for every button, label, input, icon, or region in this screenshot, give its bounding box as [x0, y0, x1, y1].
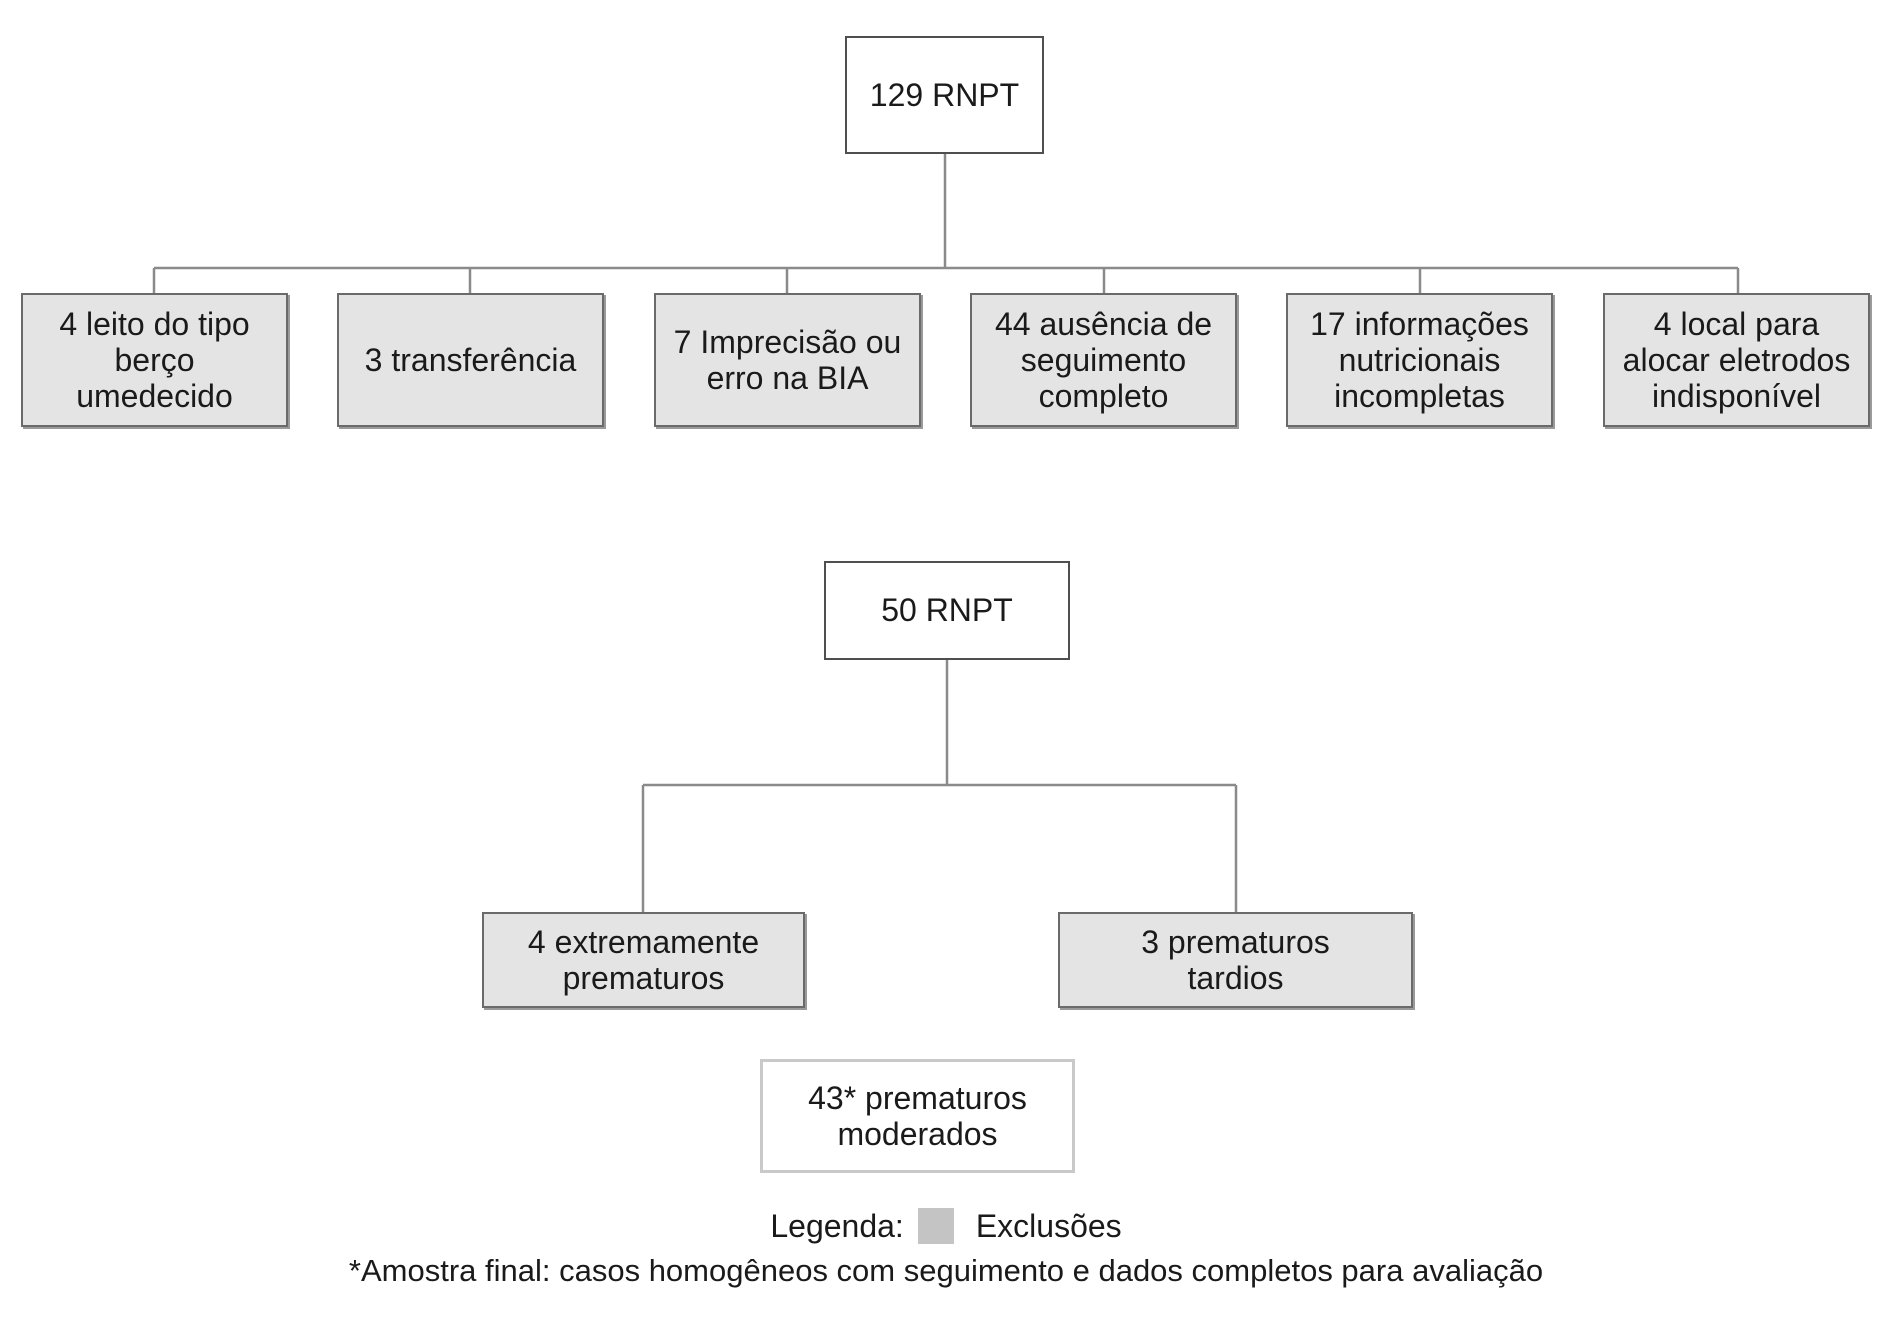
exclusion-box-no-followup: 44 ausência de seguimento completo	[970, 293, 1237, 427]
legend-exclusion-label: Exclusões	[975, 1208, 1122, 1244]
exclusion-box-bed-type: 4 leito do tipo berço umedecido	[21, 293, 288, 427]
exclusion-label: 17 informações nutricionais incompletas	[1310, 305, 1529, 415]
total-129-label: 129 RNPT	[869, 76, 1020, 113]
total-50-box: 50 RNPT	[824, 561, 1070, 660]
exclusion-box-transfer: 3 transferência	[337, 293, 604, 427]
exclusion-box-extremely-preterm: 4 extremamente prematuros	[482, 912, 805, 1008]
exclusion-label: 4 extremamente prematuros	[527, 923, 760, 996]
final-sample-label: 43* prematuros moderados	[808, 1079, 1027, 1152]
exclusion-label: 44 ausência de seguimento completo	[994, 305, 1213, 415]
exclusion-label: 4 leito do tipo berço umedecido	[59, 305, 250, 415]
legend-label: Legenda:	[770, 1208, 904, 1244]
final-sample-box: 43* prematuros moderados	[760, 1059, 1075, 1173]
exclusion-label: 3 prematuros tardios	[1141, 923, 1330, 996]
exclusion-box-bia-error: 7 Imprecisão ou erro na BIA	[654, 293, 921, 427]
exclusion-box-late-preterm: 3 prematuros tardios	[1058, 912, 1413, 1008]
exclusion-box-nutrition-data: 17 informações nutricionais incompletas	[1286, 293, 1553, 427]
total-129-box: 129 RNPT	[845, 36, 1044, 154]
exclusion-box-electrode-site: 4 local para alocar eletrodos indisponív…	[1603, 293, 1870, 427]
legend: Legenda: Exclusões	[0, 1208, 1892, 1244]
total-50-label: 50 RNPT	[881, 592, 1013, 629]
exclusion-label: 3 transferência	[364, 341, 577, 378]
legend-exclusion-swatch	[917, 1208, 954, 1244]
footnote: *Amostra final: casos homogêneos com seg…	[348, 1253, 1544, 1288]
exclusion-label: 4 local para alocar eletrodos indisponív…	[1622, 305, 1851, 415]
exclusion-label: 7 Imprecisão ou erro na BIA	[673, 323, 902, 396]
